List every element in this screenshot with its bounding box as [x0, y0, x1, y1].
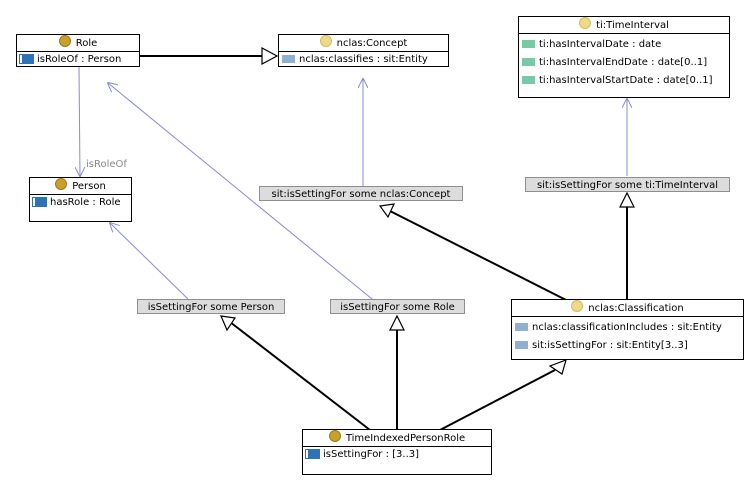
edge-person-restriction-to-person: [110, 223, 189, 300]
edge-label-isroleof: isRoleOf: [86, 159, 127, 170]
object-property-icon: [19, 54, 34, 64]
property-name: ti:hasIntervalEndDate: [539, 57, 648, 68]
class-tipr-name: TimeIndexedPersonRole: [345, 433, 466, 444]
class-time-interval-name: ti:TimeInterval: [596, 20, 669, 31]
class-role-header: Role: [17, 35, 139, 52]
class-tipr-header: TimeIndexedPersonRole: [303, 430, 491, 447]
edge-role-isroleof-person: [79, 66, 80, 176]
restriction-time-interval[interactable]: sit:isSettingFor some ti:TimeInterval: [525, 177, 730, 192]
property-row[interactable]: sit:isSettingFor : sit:Entity[3..3]: [512, 337, 743, 355]
object-property-icon: [515, 323, 528, 331]
class-person[interactable]: Person hasRole : Role: [29, 177, 132, 222]
class-icon: [58, 35, 71, 47]
edge-role-to-concept: [140, 47, 279, 65]
class-concept-header: nclas:Concept: [279, 35, 448, 52]
edge-tipr-to-classification: [439, 359, 567, 431]
property-name: hasRole: [50, 197, 90, 208]
edge-classification-to-timeinterval-restriction: [619, 191, 635, 300]
class-icon: [55, 178, 68, 190]
class-role[interactable]: Role isRoleOf : Person: [16, 34, 140, 67]
edge-classification-to-concept-restriction: [378, 203, 571, 303]
property-name: ti:hasIntervalStartDate: [539, 75, 654, 86]
property-name: isRoleOf: [37, 54, 78, 65]
property-row[interactable]: nclas:classifies : sit:Entity: [279, 52, 448, 67]
property-row[interactable]: isRoleOf : Person: [17, 52, 139, 67]
data-property-icon: [522, 76, 535, 84]
class-icon: [328, 430, 341, 442]
class-time-interval-header: ti:TimeInterval: [519, 17, 729, 34]
class-classification-header: nclas:Classification: [512, 300, 743, 317]
property-type: : sit:Entity: [670, 322, 722, 333]
property-type: : date: [632, 39, 662, 50]
class-time-indexed-person-role[interactable]: TimeIndexedPersonRole isSettingFor : [3.…: [302, 429, 492, 475]
object-property-icon: [282, 55, 295, 63]
class-icon: [571, 300, 584, 312]
property-row[interactable]: hasRole : Role: [30, 195, 131, 210]
property-name: nclas:classifies: [299, 54, 374, 65]
class-icon: [579, 17, 592, 29]
edge-tipr-to-role-restriction: [389, 314, 405, 430]
class-time-interval[interactable]: ti:TimeInterval ti:hasIntervalDate : dat…: [518, 16, 730, 98]
property-name: isSettingFor: [323, 449, 383, 460]
object-property-icon: [515, 341, 528, 349]
class-classification-name: nclas:Classification: [588, 303, 684, 314]
property-type: : Person: [81, 54, 122, 65]
edge-tipr-to-person-restriction: [220, 315, 371, 431]
property-row[interactable]: ti:hasIntervalDate : date: [519, 36, 729, 54]
property-row[interactable]: nclas:classificationIncludes : sit:Entit…: [512, 319, 743, 337]
class-person-header: Person: [30, 178, 131, 195]
property-type: : Role: [92, 197, 121, 208]
property-name: ti:hasIntervalDate: [539, 39, 629, 50]
property-row[interactable]: ti:hasIntervalEndDate : date[0..1]: [519, 54, 729, 72]
restriction-person[interactable]: isSettingFor some Person: [137, 299, 285, 314]
property-row[interactable]: ti:hasIntervalStartDate : date[0..1]: [519, 72, 729, 90]
class-concept[interactable]: nclas:Concept nclas:classifies : sit:Ent…: [278, 34, 449, 67]
class-person-name: Person: [72, 181, 106, 192]
object-property-icon: [32, 197, 47, 207]
property-name: nclas:classificationIncludes: [532, 322, 668, 333]
data-property-icon: [522, 58, 535, 66]
restriction-role[interactable]: isSettingFor some Role: [330, 299, 465, 314]
class-icon: [319, 35, 332, 47]
property-type: : date[0..1]: [656, 75, 713, 86]
property-row[interactable]: isSettingFor : [3..3]: [303, 447, 491, 462]
class-concept-name: nclas:Concept: [336, 38, 408, 49]
edge-role-restriction-to-role: [108, 83, 373, 300]
class-role-name: Role: [75, 38, 98, 49]
property-name: sit:isSettingFor: [532, 340, 607, 351]
property-type: : sit:Entity[3..3]: [609, 340, 688, 351]
class-classification[interactable]: nclas:Classification nclas:classificatio…: [511, 299, 744, 360]
property-type: : [3..3]: [385, 449, 420, 460]
data-property-icon: [522, 40, 535, 48]
property-type: : date[0..1]: [651, 57, 708, 68]
property-type: : sit:Entity: [376, 54, 428, 65]
restriction-concept[interactable]: sit:isSettingFor some nclas:Concept: [259, 186, 463, 201]
object-property-icon: [305, 449, 320, 459]
